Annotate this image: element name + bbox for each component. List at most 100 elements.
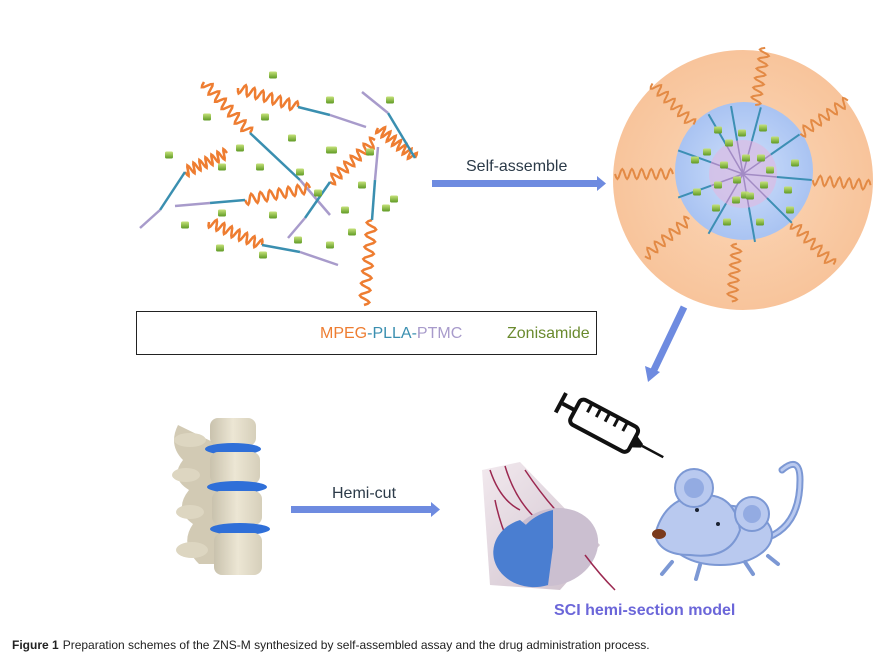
drug-particle bbox=[742, 154, 750, 162]
mpeg-segment bbox=[236, 83, 300, 112]
micelle-mpeg-corona-chain bbox=[644, 215, 690, 260]
drug-particle bbox=[256, 163, 264, 171]
micelle-mpeg-corona-chain bbox=[799, 96, 849, 138]
drug-particle bbox=[786, 206, 794, 214]
ptmc-segment bbox=[139, 209, 161, 229]
drug-particle bbox=[326, 96, 334, 104]
micelle-plla-spoke bbox=[730, 105, 739, 141]
micelle-mpeg-corona-chain bbox=[725, 242, 743, 303]
legend-box bbox=[136, 311, 597, 355]
ptmc-segment bbox=[299, 250, 339, 267]
drug-particle bbox=[269, 211, 277, 219]
caption-label: Figure 1 bbox=[12, 638, 59, 652]
drug-particle bbox=[725, 139, 733, 147]
legend-plla: PLLA bbox=[372, 325, 412, 342]
legend-drug-label: Zonisamide bbox=[507, 325, 590, 342]
plla-segment bbox=[261, 243, 301, 254]
caption-text: Preparation schemes of the ZNS-M synthes… bbox=[62, 638, 650, 652]
ptmc-segment bbox=[299, 179, 331, 216]
spine-illustration bbox=[172, 418, 270, 575]
self-assemble-label: Self-assemble bbox=[466, 158, 568, 175]
ptmc-segment bbox=[287, 217, 306, 239]
plla-segment bbox=[386, 112, 417, 159]
drug-particle bbox=[261, 113, 269, 121]
drug-particle bbox=[382, 204, 390, 212]
ptmc-segment bbox=[361, 91, 389, 114]
micelle-mpeg-corona-chain bbox=[811, 174, 872, 192]
micelle-mpeg-corona-chain bbox=[649, 83, 697, 125]
drug-particle bbox=[203, 113, 211, 121]
mpeg-segment bbox=[184, 146, 228, 179]
drug-particle bbox=[294, 236, 302, 244]
drug-particle bbox=[714, 181, 722, 189]
micelle-ptmc-spoke bbox=[736, 140, 744, 175]
micelle-illustration bbox=[613, 46, 873, 310]
drug-particle bbox=[759, 124, 767, 132]
drug-particle bbox=[771, 136, 779, 144]
drug-particle bbox=[712, 204, 720, 212]
syringe-icon bbox=[553, 392, 664, 459]
plla-segment bbox=[370, 179, 377, 221]
drug-particle bbox=[314, 189, 322, 197]
ptmc-segment bbox=[329, 113, 367, 129]
drug-particle bbox=[732, 196, 740, 204]
mpeg-segment bbox=[358, 218, 378, 307]
drug-particle bbox=[757, 154, 765, 162]
hemi-cut-label: Hemi-cut bbox=[332, 485, 397, 502]
drug-particle bbox=[760, 181, 768, 189]
legend-mpeg: MPEG bbox=[320, 325, 368, 342]
copolymer-chain bbox=[236, 83, 367, 129]
drug-particle bbox=[746, 192, 754, 200]
mpeg-segment bbox=[374, 125, 419, 161]
copolymer-chain bbox=[139, 146, 228, 229]
drug-particle bbox=[691, 156, 699, 164]
free-polymer-chains bbox=[139, 71, 419, 307]
micelle-mpeg-corona-chain bbox=[789, 223, 837, 265]
plla-segment bbox=[249, 132, 301, 181]
mpeg-segment bbox=[243, 181, 312, 207]
micelle-plla-spoke bbox=[747, 207, 756, 243]
drug-particle bbox=[791, 159, 799, 167]
drug-particle bbox=[720, 161, 728, 169]
micelle-ptmc-spoke bbox=[742, 173, 768, 199]
micelle-ptmc-spoke bbox=[742, 153, 772, 175]
copolymer-chain bbox=[358, 146, 380, 307]
mpeg-segment bbox=[200, 81, 254, 134]
drug-particle bbox=[236, 144, 244, 152]
self-assemble-arrow bbox=[432, 176, 606, 191]
copolymer-chain bbox=[174, 181, 312, 208]
drug-particle bbox=[693, 188, 701, 196]
drug-particle bbox=[341, 206, 349, 214]
copolymer-chain bbox=[361, 91, 419, 161]
mpeg-segment bbox=[207, 217, 264, 250]
copolymer-chain bbox=[207, 217, 339, 267]
micelle-ptmc-spoke bbox=[725, 144, 744, 175]
micelle-mpeg-corona-chain bbox=[749, 46, 771, 107]
mouse-illustration bbox=[652, 460, 804, 581]
legend-separator: - bbox=[367, 325, 373, 342]
ptmc-segment bbox=[174, 201, 211, 208]
drug-particle bbox=[756, 218, 764, 226]
micelle-plla-spoke bbox=[750, 107, 762, 142]
micelle-to-injection-arrow bbox=[645, 305, 688, 382]
drug-particle bbox=[723, 218, 731, 226]
drug-particle bbox=[366, 148, 374, 156]
hemi-cut-arrow bbox=[291, 502, 440, 517]
sci-model-label: SCI hemi-section model bbox=[554, 602, 736, 619]
micelle-plla-spoke bbox=[677, 149, 712, 164]
drug-particle bbox=[259, 251, 267, 259]
plla-segment bbox=[209, 198, 246, 205]
drug-particle bbox=[326, 146, 334, 154]
drug-particle bbox=[218, 163, 226, 171]
drug-particle bbox=[784, 186, 792, 194]
drug-particle bbox=[181, 221, 189, 229]
drug-particle bbox=[733, 176, 741, 184]
legend-polymer-label: MPEG-PLLA-PTMC bbox=[320, 325, 462, 343]
drug-particle bbox=[714, 126, 722, 134]
plla-segment bbox=[297, 105, 331, 117]
drug-particle bbox=[703, 148, 711, 156]
drug-particle bbox=[386, 96, 394, 104]
micelle-plla-spoke bbox=[707, 202, 727, 235]
